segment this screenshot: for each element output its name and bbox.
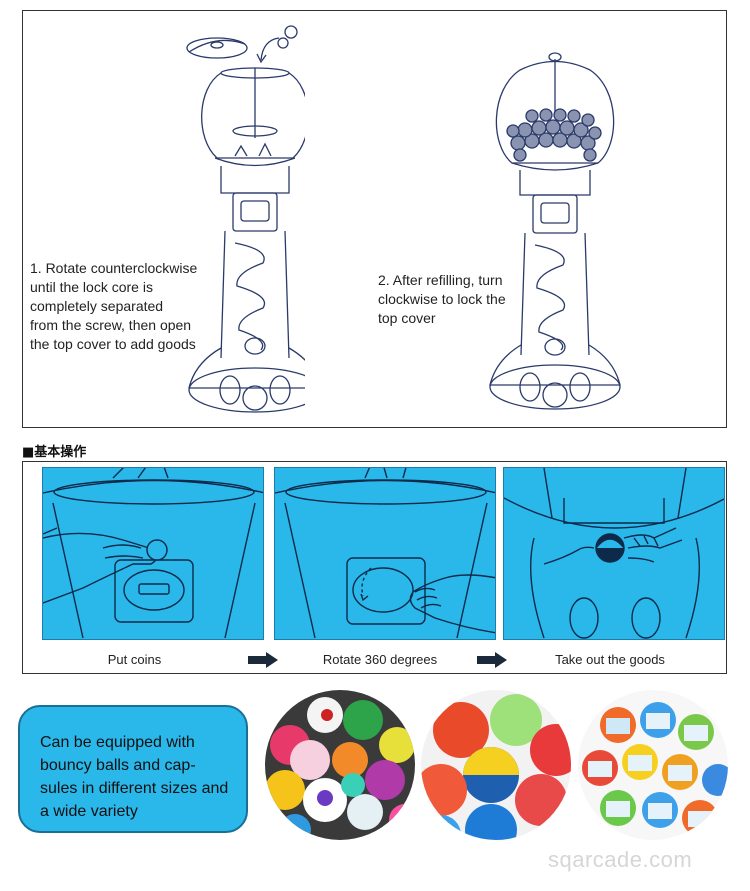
variety-callout: Can be equipped with bouncy balls and ca… <box>18 705 248 833</box>
machine-open-top-illustration <box>186 25 305 413</box>
take-out-goods-caption: Take out the goods <box>555 652 665 667</box>
step-1-instruction: 1. Rotate counterclockwise until the loc… <box>30 260 198 352</box>
right-arrow-icon <box>248 652 278 668</box>
put-coins-caption: Put coins <box>107 652 162 667</box>
put-coins-illustration <box>43 468 263 639</box>
basic-operation-title: ■基本操作 <box>22 445 87 460</box>
toy-capsules-photo <box>578 690 728 840</box>
bouncy-balls-photo <box>265 690 415 840</box>
capsule-balls-photo <box>421 690 571 840</box>
watermark-text: sqarcade.com <box>548 847 693 872</box>
rotate-handle-illustration <box>275 468 495 639</box>
take-out-goods-illustration <box>504 468 724 639</box>
right-arrow-icon <box>477 652 507 668</box>
rotate-panel <box>274 467 496 640</box>
refill-instructions-box <box>22 10 727 428</box>
rotate-caption: Rotate 360 degrees <box>322 652 438 667</box>
put-coins-panel <box>42 467 264 640</box>
machine-refilled-illustration <box>489 52 621 410</box>
step-2-instruction: 2. After refilling, turn clockwise to lo… <box>378 272 506 326</box>
take-out-goods-panel <box>503 467 725 640</box>
